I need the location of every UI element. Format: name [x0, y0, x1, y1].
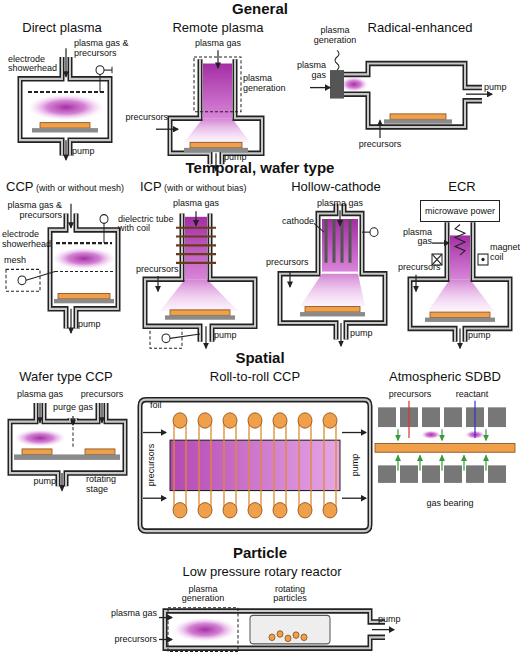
section-heading: Spatial — [235, 350, 284, 366]
part-label: purge gas — [53, 403, 93, 413]
box-text: microwave power — [425, 206, 495, 216]
panel-title: Low pressure rotary reactor — [183, 565, 342, 579]
part-label: precursors — [114, 635, 157, 645]
part-label: electrode showerhead — [8, 55, 58, 74]
part-label: plasma gas — [195, 39, 241, 49]
panel-title: Direct plasma — [22, 21, 101, 35]
part-label: precursors — [389, 390, 432, 400]
part-label: reactant — [456, 390, 489, 400]
part-label: magnet coil — [490, 243, 520, 262]
hollow-cathode-reactor — [280, 204, 385, 346]
panel-title: Radical-enhanced — [368, 21, 473, 35]
part-label: plasma generation — [179, 585, 227, 604]
icp-reactor — [145, 211, 255, 348]
part-label: plasma gas — [398, 228, 432, 247]
part-label: pump — [214, 331, 237, 341]
part-label: precursors — [266, 258, 309, 268]
panel-title: (with or without mesh) — [36, 184, 124, 194]
part-label: precursors — [136, 265, 179, 275]
panel-title: (with or without bias) — [164, 184, 247, 194]
part-label: plasma gas & precursors — [4, 201, 62, 220]
roll-to-roll-reactor — [140, 400, 370, 531]
part-label: plasma generation — [312, 26, 358, 45]
section-heading: General — [232, 1, 288, 17]
panel-title: Wafer type CCP — [19, 370, 112, 384]
remote-plasma-reactor — [156, 50, 262, 170]
part-label: foil — [150, 401, 162, 411]
part-label: precursors — [81, 390, 124, 400]
panel-title: Hollow-cathode — [291, 180, 381, 194]
part-label: precursors — [125, 113, 168, 123]
part-label: plasma gas — [111, 609, 157, 619]
panel-title: Roll-to-roll CCP — [210, 370, 300, 384]
part-label: plasma gas — [17, 390, 63, 400]
part-label: plasma generation — [243, 74, 289, 93]
part-label: pump — [33, 477, 56, 487]
panel-title: Atmospheric SDBD — [389, 370, 501, 384]
part-label: dielectric tube with coil — [118, 215, 178, 234]
panel-title: ICP — [140, 180, 162, 194]
atmospheric-sdbd-reactor — [375, 401, 515, 483]
panel-title: CCP — [6, 180, 33, 194]
part-label: pump — [78, 320, 101, 330]
panel-title: ECR — [448, 180, 475, 194]
radical-enhanced-reactor — [310, 50, 492, 138]
part-label: pump — [378, 615, 401, 625]
part-label: mesh — [4, 256, 26, 266]
part-label: precursors — [398, 263, 441, 273]
part-label: pump — [72, 147, 95, 157]
part-label: plasma gas & precursors — [74, 39, 130, 58]
part-label: precursors — [147, 444, 157, 487]
part-label: cathode — [282, 217, 314, 227]
part-label: rotating stage — [86, 475, 124, 494]
section-heading: Temporal, wafer type — [186, 160, 335, 176]
part-label: pump — [350, 329, 373, 339]
power-supply-box: microwave power — [420, 200, 500, 222]
part-label: pump — [484, 83, 507, 93]
rotary-reactor — [159, 608, 394, 652]
part-label: pump — [351, 454, 361, 477]
part-label: pump — [468, 331, 491, 341]
section-heading: Particle — [233, 545, 287, 561]
part-label: precursors — [359, 140, 402, 150]
part-label: plasma gas — [296, 61, 326, 80]
part-label: electrode showerhead — [2, 230, 44, 249]
part-label: rotating particles — [266, 585, 314, 604]
part-label: plasma gas — [173, 199, 219, 209]
part-label: gas bearing — [426, 499, 473, 509]
panel-title: Remote plasma — [172, 21, 263, 35]
part-label: plasma gas — [317, 199, 363, 209]
ccp-reactor — [6, 204, 118, 333]
